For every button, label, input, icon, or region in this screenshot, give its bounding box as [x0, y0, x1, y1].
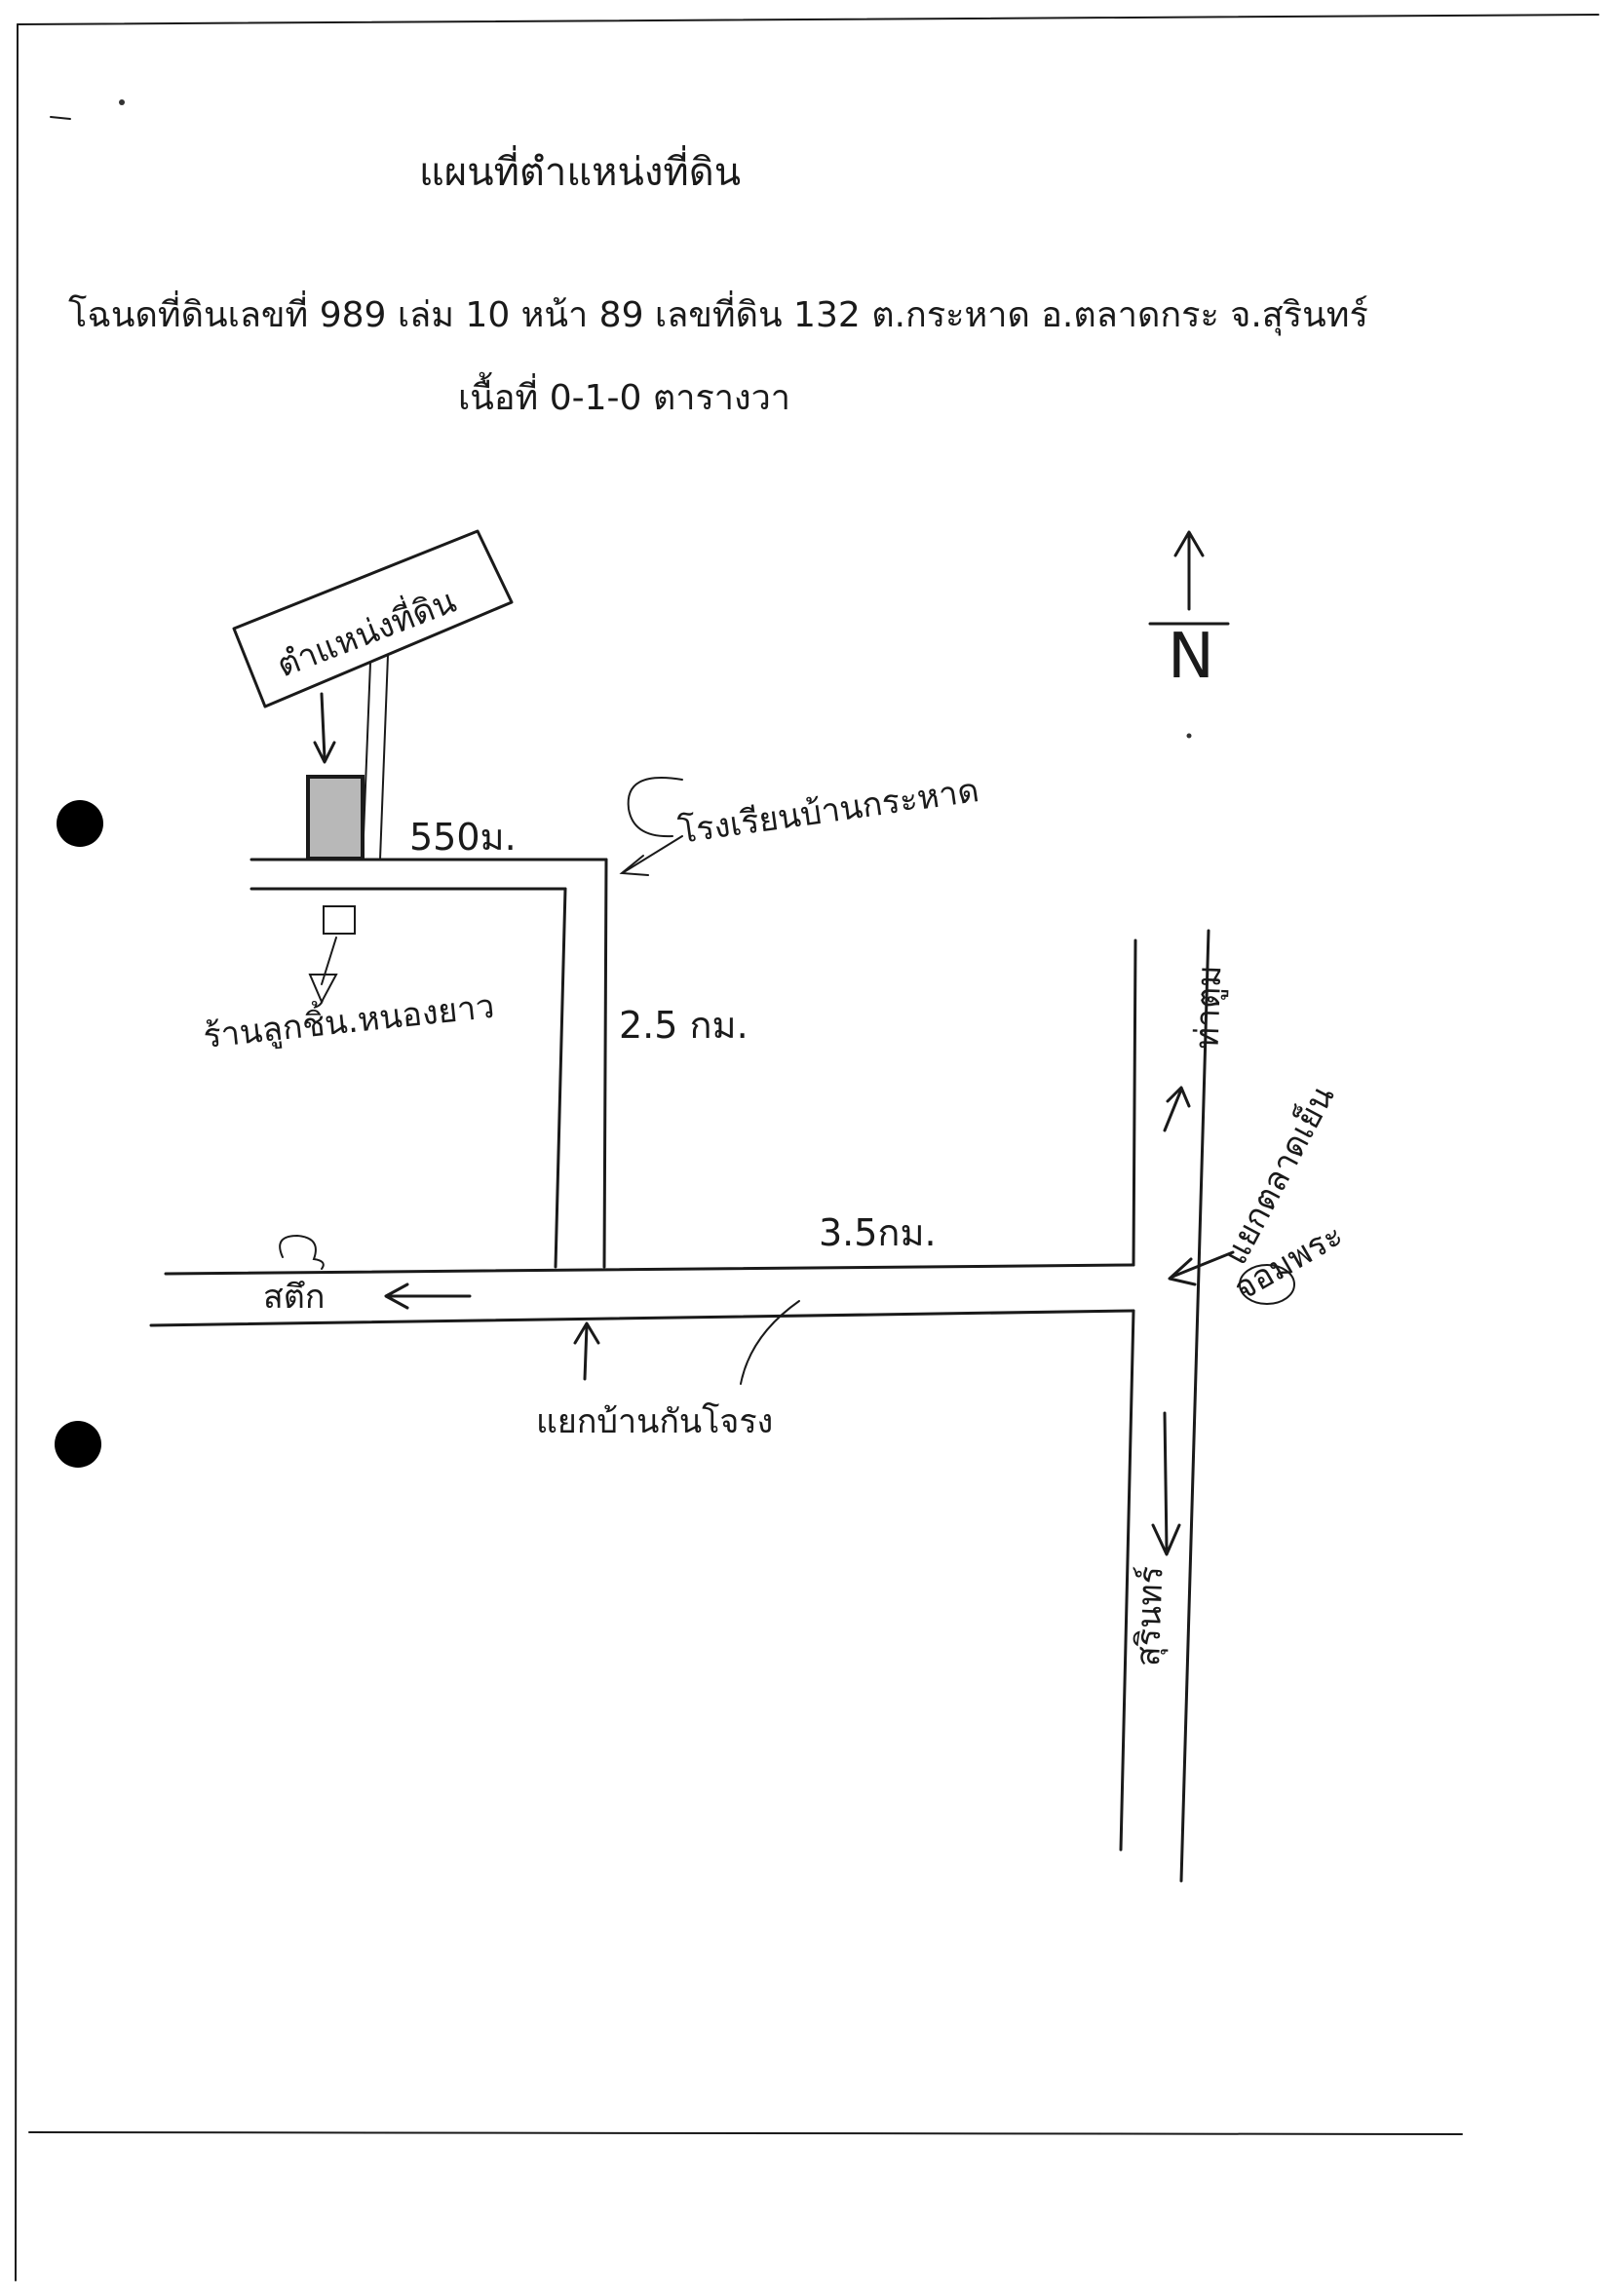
- scan-mark: [50, 116, 71, 120]
- road-west-destination: สตึก: [263, 1234, 472, 1317]
- junction-kankong: แยกบ้านกันโจรง: [536, 1300, 800, 1441]
- distance-550m: 550ม.: [409, 816, 517, 859]
- junction-market: แยกตลาดเย็น จอมพระ: [1168, 1079, 1350, 1309]
- north-label: N: [1168, 621, 1214, 693]
- land-parcel: [306, 775, 365, 861]
- school-landmark: โรงเรียนบ้านกระหาด: [619, 771, 981, 876]
- highway-north-south: [1119, 929, 1210, 1883]
- binder-hole-top: [57, 800, 103, 847]
- binder-hole-bottom: [55, 1421, 101, 1468]
- page-left-edge: [15, 23, 19, 2281]
- road-west-label: สตึก: [263, 1278, 325, 1317]
- shop-landmark: ร้านลูกชิ้น.หนองยาว: [201, 905, 496, 1056]
- north-arrow: N: [1148, 530, 1230, 693]
- junction-kankong-label: แยกบ้านกันโจรง: [536, 1402, 773, 1441]
- road-north-destination: ท่าตูม: [1163, 965, 1229, 1132]
- shop-label: ร้านลูกชิ้น.หนองยาว: [201, 982, 496, 1056]
- area-line: เนื้อที่ 0-1-0 ตารางวา: [458, 371, 790, 418]
- road-south-label: สุรินทร์: [1129, 1565, 1171, 1666]
- deed-line: โฉนดที่ดินเลขที่ 989 เล่ม 10 หน้า 89 เลข…: [68, 290, 1368, 336]
- scan-speck: [119, 99, 125, 105]
- local-road-to-land: [250, 858, 608, 1269]
- scan-speck: [1186, 733, 1192, 739]
- road-north-label: ท่าตูม: [1187, 965, 1229, 1050]
- school-label: โรงเรียนบ้านกระหาด: [676, 771, 981, 852]
- distance-3-5km: 3.5กม.: [819, 1211, 937, 1254]
- page-bottom-rule: [28, 2131, 1463, 2135]
- main-road-east-west: [149, 1263, 1135, 1327]
- page-top-edge: [17, 14, 1599, 25]
- land-sign-label: ตำแหน่งที่ดิน: [270, 578, 461, 685]
- distance-2-5km: 2.5 กม.: [619, 1004, 749, 1047]
- land-position-sign: ตำแหน่งที่ดิน: [232, 529, 514, 861]
- road-south-destination: สุรินทร์: [1129, 1411, 1181, 1667]
- map-title: แผนที่ตำแหน่งที่ดิน: [419, 145, 741, 195]
